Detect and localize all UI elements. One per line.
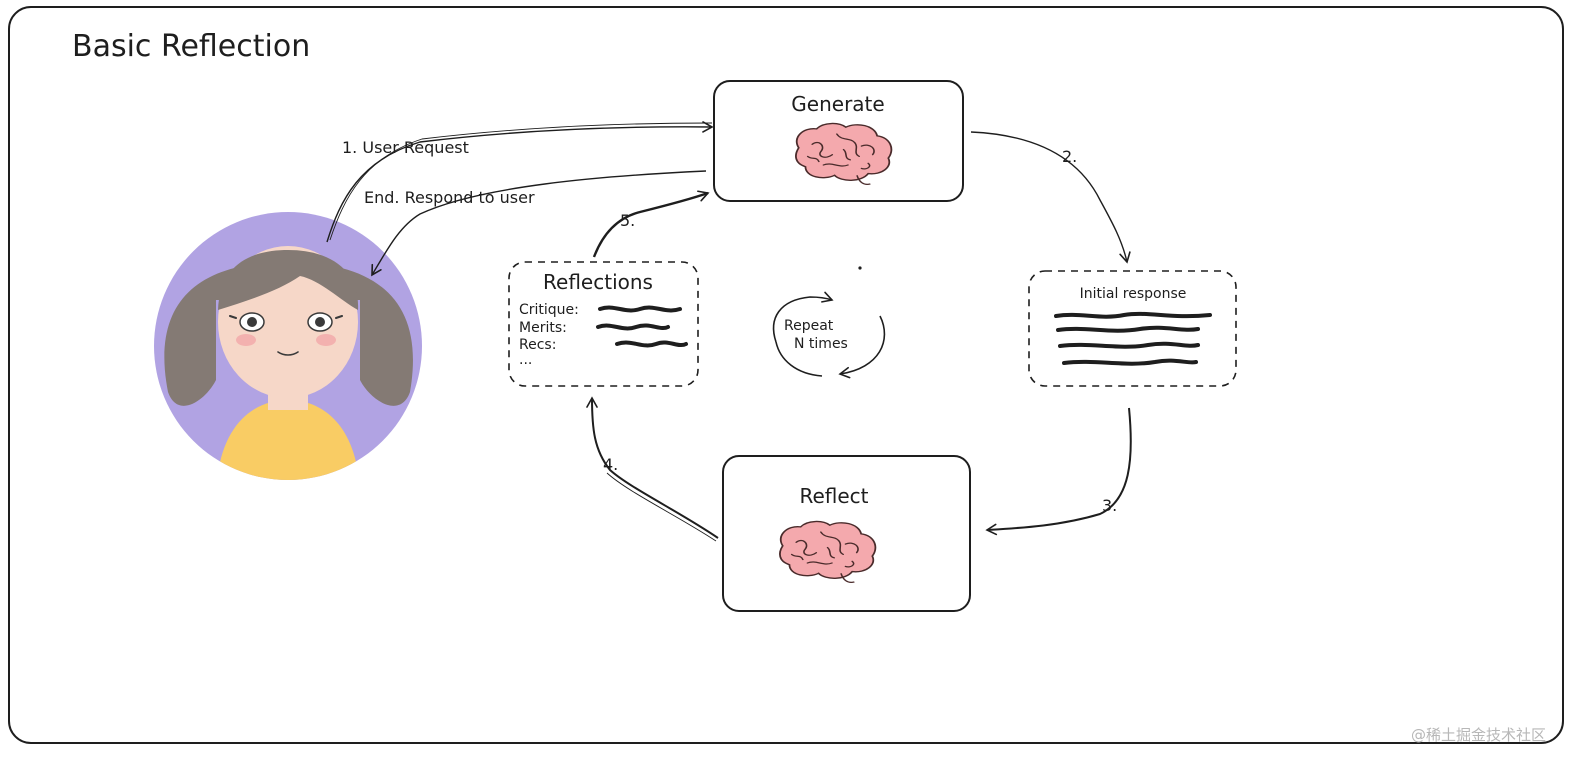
reflections-node: Reflections Critique: Merits: Recs: ... — [508, 261, 699, 387]
loop-arrow-top — [772, 291, 834, 343]
user-request-label: 1. User Request — [342, 138, 469, 157]
loop-arrow-bottom-tail — [775, 341, 823, 377]
scribble-line — [1054, 311, 1212, 319]
step4-arrow-stroke — [606, 472, 717, 542]
outer-frame — [8, 6, 1564, 744]
user-request-arrow-stroke — [329, 122, 713, 241]
recs-label: Recs: — [519, 337, 556, 353]
step3-arrow — [985, 407, 1132, 536]
initial-response-node: Initial response — [1028, 270, 1237, 387]
stray-dot — [858, 266, 862, 270]
critique-label: Critique: — [519, 302, 579, 318]
step2-label: 2. — [1062, 147, 1077, 166]
generate-label: Generate — [791, 92, 884, 116]
reflect-label: Reflect — [799, 484, 868, 508]
reflections-label: Reflections — [543, 270, 653, 294]
scribble-line — [596, 323, 670, 331]
user-request-arrow — [326, 121, 714, 243]
diagram-title: Basic Reflection — [72, 29, 310, 64]
merits-label: Merits: — [519, 320, 567, 336]
scribble-line — [598, 305, 682, 313]
user-avatar — [154, 212, 422, 480]
step4-label: 4. — [603, 455, 618, 474]
repeat-label: Repeat — [784, 318, 834, 334]
step5-label: 5. — [620, 211, 635, 230]
scribble-line — [1056, 325, 1200, 333]
respond-label: End. Respond to user — [364, 188, 535, 207]
initial-response-label: Initial response — [1080, 286, 1187, 302]
reflect-node: Reflect — [722, 455, 971, 612]
scribble-line — [1062, 358, 1198, 366]
ellipsis-label: ... — [519, 352, 532, 368]
watermark: @稀土掘金技术社区 — [1411, 726, 1546, 744]
loop-arrow-bottom — [838, 315, 886, 379]
generate-node: Generate — [713, 80, 964, 202]
step5-arrow — [592, 190, 710, 258]
n-times-label: N times — [794, 336, 848, 352]
repeat-loop: Repeat N times — [772, 291, 886, 379]
step3-label: 3. — [1102, 496, 1117, 515]
scribble-line — [615, 340, 688, 348]
step4-arrow — [586, 396, 719, 539]
scribble-line — [1058, 341, 1200, 349]
respond-arrow — [371, 170, 707, 277]
step2-arrow — [970, 131, 1131, 264]
